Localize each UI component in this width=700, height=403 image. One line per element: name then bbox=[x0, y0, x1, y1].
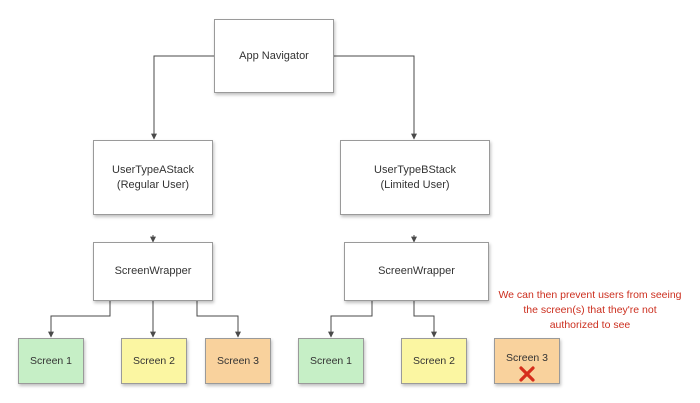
blocked-cross-icon bbox=[519, 366, 535, 382]
connector-wrapper-b-to-screen-2 bbox=[413, 301, 437, 338]
app-navigator-label: App Navigator bbox=[239, 49, 309, 62]
stack-b-screen-2: Screen 2 bbox=[401, 338, 467, 384]
stack-a-screen-2-label: Screen 2 bbox=[132, 355, 176, 367]
connector-navigator-to-stack-a bbox=[151, 55, 214, 140]
user-type-b-stack-title: UserTypeBStack bbox=[374, 163, 456, 176]
screen-wrapper-b-node: ScreenWrapper bbox=[344, 242, 489, 301]
stack-b-screen-1-label: Screen 1 bbox=[309, 355, 353, 367]
user-type-a-stack-title: UserTypeAStack bbox=[112, 163, 194, 176]
stack-a-screen-2: Screen 2 bbox=[121, 338, 187, 384]
user-type-b-stack-subtitle: (Limited User) bbox=[380, 178, 450, 191]
screen-wrapper-a-label: ScreenWrapper bbox=[114, 265, 192, 277]
stack-b-screen-2-label: Screen 2 bbox=[412, 355, 456, 367]
user-type-a-stack-node: UserTypeAStack (Regular User) bbox=[93, 140, 213, 215]
screen-wrapper-a-node: ScreenWrapper bbox=[93, 242, 213, 301]
stack-a-screen-3: Screen 3 bbox=[205, 338, 271, 384]
app-navigator-node: App Navigator bbox=[214, 19, 334, 93]
stack-b-screen-1: Screen 1 bbox=[298, 338, 364, 384]
user-type-a-stack-subtitle: (Regular User) bbox=[116, 178, 190, 191]
stack-a-screen-3-label: Screen 3 bbox=[216, 355, 260, 367]
stack-b-screen-3: Screen 3 bbox=[494, 338, 560, 384]
connector-wrapper-b-to-screen-1 bbox=[328, 301, 373, 338]
stack-b-screen-3-label: Screen 3 bbox=[505, 352, 549, 364]
authorization-note-line-1: We can then prevent users from seeing bbox=[498, 289, 682, 301]
authorization-note: We can then prevent users from seeing th… bbox=[490, 288, 690, 333]
connector-wrapper-a-to-screen-3 bbox=[196, 301, 241, 338]
connector-wrapper-a-to-screen-1 bbox=[48, 301, 111, 338]
authorization-note-line-2: the screen(s) that they're not bbox=[523, 304, 657, 316]
stack-a-screen-1: Screen 1 bbox=[18, 338, 84, 384]
authorization-note-line-3: authorized to see bbox=[549, 319, 631, 331]
user-type-b-stack-node: UserTypeBStack (Limited User) bbox=[340, 140, 490, 215]
stack-a-screen-1-label: Screen 1 bbox=[29, 355, 73, 367]
connector-navigator-to-stack-b bbox=[334, 55, 417, 140]
screen-wrapper-b-label: ScreenWrapper bbox=[378, 265, 455, 277]
